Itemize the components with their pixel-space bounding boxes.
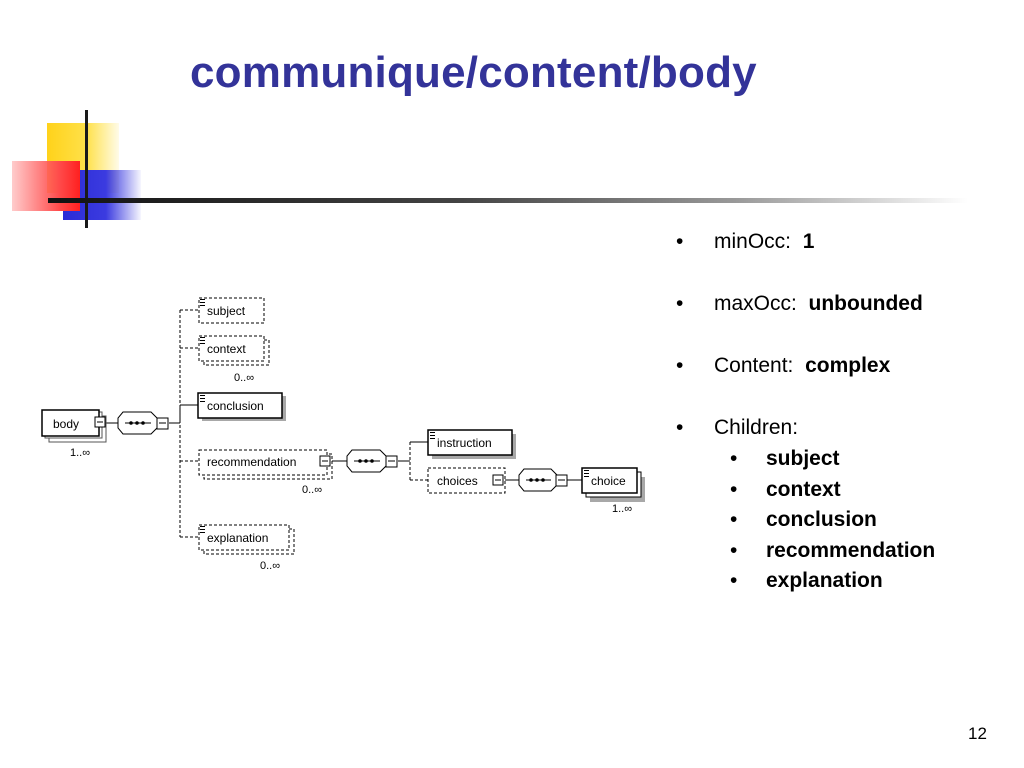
element-name: instruction — [437, 436, 492, 450]
sequence-compositor-icon — [346, 449, 398, 473]
element-name: body — [53, 417, 79, 431]
decor-vertical-line — [85, 110, 88, 228]
page-number: 12 — [968, 724, 987, 743]
sequence-compositor-icon — [117, 411, 169, 435]
element-name: recommendation — [207, 455, 296, 469]
occurs-label: 1..∞ — [70, 447, 90, 459]
diagram-connectors — [106, 309, 582, 538]
occurs-label: 0..∞ — [234, 372, 254, 384]
element-name: subject — [207, 304, 246, 318]
slide-title: communique/content/body — [190, 48, 757, 97]
schema-element-explanation: explanation 0..∞ — [198, 524, 295, 572]
schema-element-body: body 1..∞ — [41, 409, 107, 459]
element-name: choice — [591, 474, 626, 488]
decor-horizontal-rule — [48, 198, 968, 203]
schema-element-conclusion: conclusion — [197, 392, 286, 421]
schema-element-subject: subject — [198, 297, 265, 324]
element-name: choices — [437, 474, 478, 488]
schema-element-instruction: instruction — [427, 429, 516, 459]
occurs-label: 0..∞ — [260, 560, 280, 572]
occurs-label: 0..∞ — [302, 484, 322, 496]
element-name: context — [207, 342, 246, 356]
schema-element-choice: choice 1..∞ — [581, 467, 645, 515]
schema-element-recommendation: recommendation 0..∞ — [198, 449, 333, 496]
element-name: conclusion — [207, 399, 264, 413]
sequence-compositor-icon — [518, 468, 568, 492]
element-name: explanation — [207, 531, 268, 545]
occurs-label: 1..∞ — [612, 503, 632, 515]
schema-element-choices: choices — [427, 467, 506, 494]
schema-element-context: context 0..∞ — [198, 335, 270, 384]
